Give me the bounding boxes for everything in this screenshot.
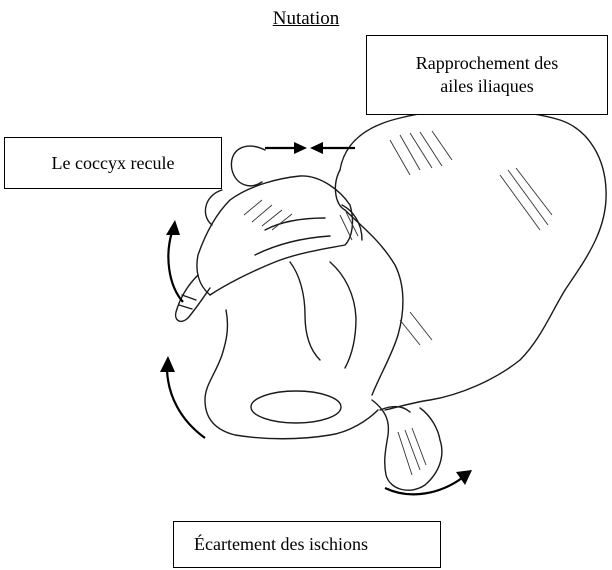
callout-iliac-approach: Rapprochement des ailes iliaques (366, 35, 608, 115)
callout-ischia-text: Écartement des ischions (194, 533, 368, 556)
left-ischium-arrow (167, 370, 205, 438)
arrow-right-head (294, 142, 307, 154)
coccyx-arrow-head (166, 220, 180, 235)
coccyx-arrow (168, 232, 183, 302)
pelvis-outline (176, 110, 607, 491)
callout-iliac-line2: ailes iliaques (416, 75, 558, 98)
callout-iliac-line1: Rapprochement des (416, 52, 558, 75)
movement-arrows (160, 142, 472, 494)
arrow-left-head (310, 142, 323, 154)
callout-ischia-spread: Écartement des ischions (173, 521, 441, 568)
right-ischium-arrow-head (456, 470, 472, 485)
left-ischium-arrow-head (160, 356, 175, 372)
callout-coccyx: Le coccyx recule (4, 137, 222, 189)
callout-coccyx-text: Le coccyx recule (52, 152, 175, 175)
